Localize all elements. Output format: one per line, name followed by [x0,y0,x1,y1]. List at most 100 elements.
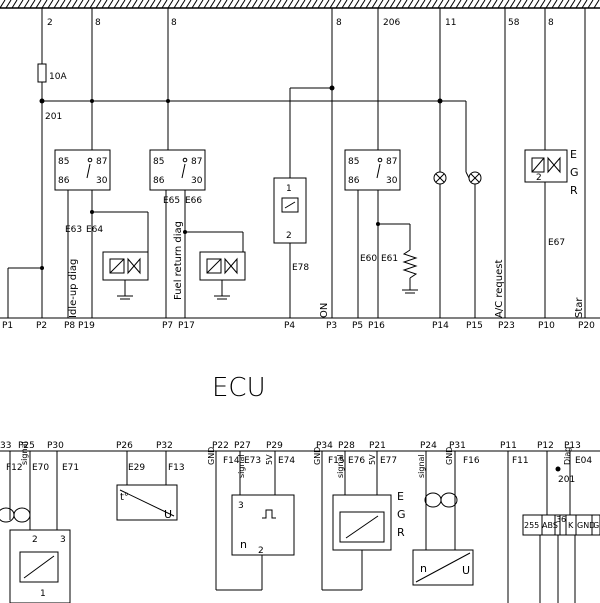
svg-text:P15: P15 [466,321,483,331]
ground-hatch-line [461,0,468,9]
label-e70: E70 [32,463,49,473]
ground-hatch-line [419,0,426,9]
label-201b: 201 [558,475,575,485]
signal-label-2: signal [237,454,246,478]
svg-text:P3: P3 [326,321,337,331]
svg-text:1: 1 [40,589,46,599]
ground-hatch-line [575,0,582,9]
ground-hatch-line [221,0,228,9]
svg-text:30: 30 [96,176,108,186]
ground-hatch-line [527,0,534,9]
wire-num-3: 8 [171,18,177,28]
label-e63: E63 [65,225,82,235]
ground-hatch-line [317,0,324,9]
ground-hatch-line [167,0,174,9]
ground-hatch-line [407,0,414,9]
fan-icon [0,507,31,523]
fuse-label: 10A [49,72,67,82]
svg-text:P22: P22 [212,441,229,451]
label-e04: E04 [575,456,592,466]
svg-text:6: 6 [561,515,566,524]
lamp-1 [433,171,447,185]
sensor-box-5: n U [412,549,474,586]
ground-hatch-line [89,0,96,9]
ground-hatch-line [557,0,564,9]
svg-text:2: 2 [286,231,292,241]
ground-hatch-line [23,0,30,9]
fan-icon-2 [424,492,458,508]
relay-fuel-return: 85 86 87 30 [149,149,206,191]
ground-hatch-line [257,0,264,9]
ground-hatch-line [449,0,456,9]
ground-hatch-line [191,0,198,9]
svg-text:P24: P24 [420,441,437,451]
v5-label-2: 5V [368,454,377,465]
fuse-10a [37,63,47,83]
label-e65: E65 [163,196,180,206]
ground-hatch-line [491,0,498,9]
ground-hatch-line [443,0,450,9]
ground-hatch-line [17,0,24,9]
svg-text:G: G [593,521,599,530]
ground-hatch-line [473,0,480,9]
ground-hatch-line [341,0,348,9]
ground-hatch-line [275,0,282,9]
ac-request-label: A/C request [494,260,505,318]
svg-text:P28: P28 [338,441,355,451]
svg-text:85: 85 [153,157,164,167]
svg-text:85: 85 [58,157,69,167]
label-e66: E66 [185,196,202,206]
svg-text:P21: P21 [369,441,386,451]
egr-r: R [570,184,578,197]
svg-text:255: 255 [524,521,539,530]
idle-up-diag-label: Idle-up diag [68,259,79,318]
ground-hatch-line [455,0,462,9]
egr-g: G [570,166,579,179]
ground-hatch-line [593,0,600,9]
temp-sensor: t° U [116,484,178,521]
label-e76: E76 [348,456,365,466]
label-e60: E60 [360,254,377,264]
ground-hatch-line [101,0,108,9]
svg-text:33: 33 [0,441,11,451]
node-201-label: 201 [45,112,62,122]
label-f15: F15 [328,456,345,466]
svg-text:t°: t° [120,492,129,503]
label-e61: E61 [381,254,398,264]
v5-label-1: 5V [265,454,274,465]
top-pin-row: P1 P2 P8 P19 P7 P17 P4 P3 P5 P16 P14 P15… [2,321,595,331]
ground-hatch-line [77,0,84,9]
ground-hatch-line [107,0,114,9]
label-e64: E64 [86,225,103,235]
ground-hatch-line [239,0,246,9]
ground-hatch-line [509,0,516,9]
label-e77: E77 [380,456,397,466]
ground-hatch-line [185,0,192,9]
wire-num-7: 58 [508,18,520,28]
label-e74: E74 [278,456,295,466]
ground-hatch-line [95,0,102,9]
svg-text:P2: P2 [36,321,47,331]
ground-hatch-line [401,0,408,9]
egr-e: E [570,148,577,161]
svg-text:P5: P5 [352,321,363,331]
svg-text:GND: GND [577,521,595,530]
ground-hatch-line [515,0,522,9]
svg-text:n: n [420,562,427,575]
ground-hatch-line [59,0,66,9]
fuel-return-solenoid [199,251,246,300]
ground-hatch-line [0,0,6,9]
svg-text:ABS: ABS [542,521,558,530]
svg-text:P20: P20 [578,321,595,331]
ground-hatch-line [485,0,492,9]
ground-hatch-line [503,0,510,9]
svg-text:P26: P26 [116,441,133,451]
egr-r-2: R [397,526,405,539]
top-ground-bus [0,0,600,9]
fuel-return-diag-label: Fuel return diag [173,221,184,300]
svg-text:P16: P16 [368,321,385,331]
svg-text:87: 87 [96,157,107,167]
svg-text:3: 3 [556,515,561,524]
ground-hatch-line [533,0,540,9]
